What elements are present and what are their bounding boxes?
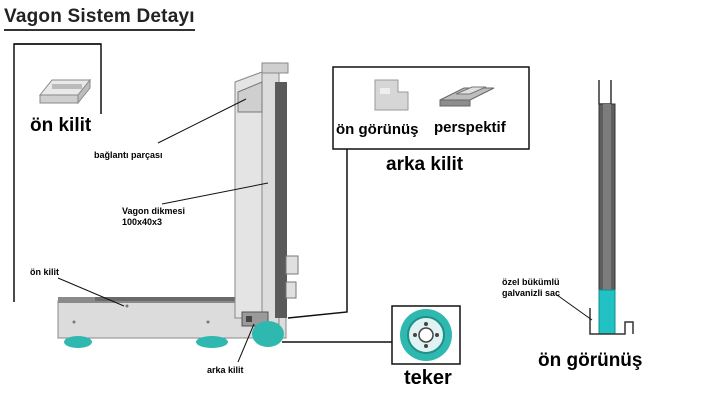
side-profile-front-view xyxy=(556,80,634,335)
baglanti-parcasi-label: bağlantı parçası xyxy=(94,150,163,160)
vagon-dikmesi-label: Vagon dikmesi 100x40x3 xyxy=(122,206,186,227)
on-kilit-inset-icon xyxy=(38,78,92,105)
teker-callout-frame xyxy=(282,305,461,365)
on-gorunus-big-label: ön görünüş xyxy=(538,350,643,371)
on-kilit-callout-frame xyxy=(13,43,102,302)
wagon-wheels xyxy=(64,321,284,348)
arka-kilit-callout-frame xyxy=(287,66,530,319)
diagram-title: Vagon Sistem Detayı xyxy=(4,6,195,31)
wagon-frame xyxy=(57,62,299,339)
arka-kilit-small-label: arka kilit xyxy=(207,365,244,375)
perspektif-label: perspektif xyxy=(434,119,506,136)
teker-label: teker xyxy=(404,367,452,389)
arka-kilit-perspective-icon xyxy=(439,86,495,107)
arka-kilit-front-view-icon xyxy=(374,79,409,111)
wheel-detail-icon xyxy=(400,309,452,361)
leader-lines xyxy=(57,98,269,363)
ozel-bukumlu-label: özel bükümlü galvanizli sac xyxy=(502,277,561,298)
on-kilit-small-label: ön kilit xyxy=(30,267,59,277)
on-gorunus-inset-label: ön görünüş xyxy=(336,121,419,138)
on-kilit-box-label: ön kilit xyxy=(30,115,92,136)
arka-kilit-label: arka kilit xyxy=(386,154,464,175)
